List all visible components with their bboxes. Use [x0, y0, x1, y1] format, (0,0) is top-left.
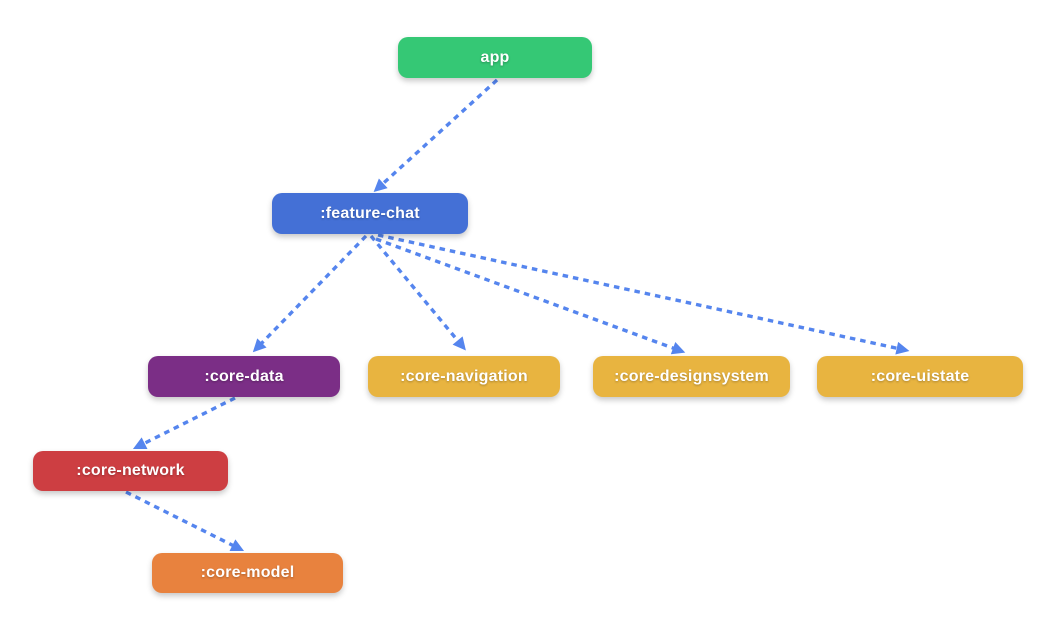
edge-feature-chat-to-core-uistate — [377, 233, 910, 355]
edge-core-network-to-core-model — [125, 490, 245, 552]
graph-node-label: :core-network — [76, 462, 185, 479]
graph-node-label: :core-uistate — [870, 367, 970, 385]
edge-core-data-to-core-network — [132, 396, 236, 450]
graph-node-core-model: :core-model — [152, 553, 343, 593]
graph-node-label: app — [480, 48, 510, 66]
edge-feature-chat-to-core-designsystem — [375, 237, 686, 355]
graph-node-app: app — [398, 37, 592, 78]
edge-feature-chat-to-core-data — [252, 234, 368, 353]
graph-node-label: :core-designsystem — [614, 367, 769, 385]
graph-node-feature-chat: :feature-chat — [272, 193, 468, 234]
graph-node-core-data: :core-data — [148, 356, 340, 397]
graph-node-core-navigation: :core-navigation — [368, 356, 560, 397]
graph-node-label: :core-navigation — [400, 367, 528, 385]
graph-node-core-designsystem: :core-designsystem — [593, 356, 790, 397]
graph-node-label: :core-model — [200, 564, 295, 581]
edge-feature-chat-to-core-navigation — [369, 234, 466, 351]
graph-node-label: :feature-chat — [320, 204, 420, 222]
graph-node-core-uistate: :core-uistate — [817, 356, 1023, 397]
graph-node-label: :core-data — [204, 367, 284, 385]
edge-app-to-feature-chat — [373, 78, 499, 193]
graph-node-core-network: :core-network — [33, 451, 228, 491]
